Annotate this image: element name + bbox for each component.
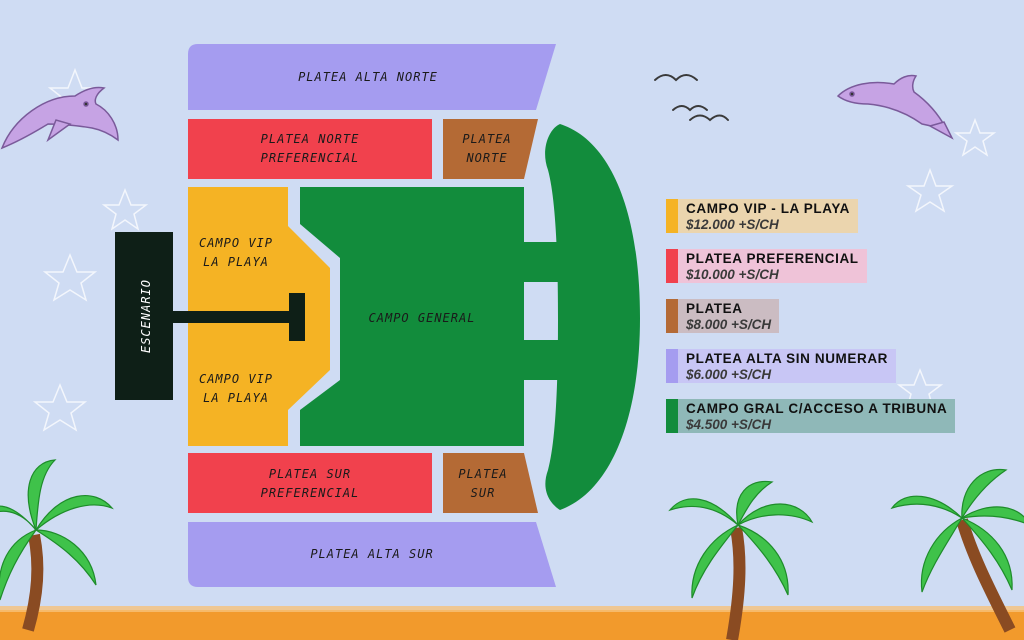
label-platea-norte-preferencial-2: PREFERENCIAL [261, 151, 360, 165]
legend-item: CAMPO VIP - LA PLAYA $12.000 +S/CH [666, 199, 986, 233]
legend-item: PLATEA PREFERENCIAL $10.000 +S/CH [666, 249, 986, 283]
dolphin-left-icon [0, 86, 119, 150]
star-icon [32, 383, 88, 432]
legend-item: CAMPO GRAL C/ACCESO A TRIBUNA $4.500 +S/… [666, 399, 986, 433]
legend-name: PLATEA PREFERENCIAL [686, 251, 859, 266]
zone-platea-norte[interactable] [443, 119, 538, 179]
background-stars [32, 67, 997, 432]
stage-label: ESCENARIO [139, 279, 153, 353]
legend-swatch [666, 199, 678, 233]
legend-name: PLATEA [686, 301, 743, 316]
label-platea-sur-1: PLATEA [458, 467, 507, 481]
legend-price: $10.000 +S/CH [686, 267, 779, 282]
runway-end [289, 293, 305, 341]
star-icon [101, 187, 149, 231]
legend-price: $12.000 +S/CH [686, 217, 779, 232]
legend-price: $4.500 +S/CH [686, 417, 772, 432]
legend-item: PLATEA ALTA SIN NUMERAR $6.000 +S/CH [666, 349, 986, 383]
label-campo-vip-top-1: CAMPO VIP [199, 236, 273, 250]
label-platea-norte-1: PLATEA [462, 132, 511, 146]
legend-box: PLATEA ALTA SIN NUMERAR $6.000 +S/CH [678, 349, 897, 383]
price-legend: CAMPO VIP - LA PLAYA $12.000 +S/CH PLATE… [666, 199, 986, 449]
zone-platea-alta-sur[interactable] [188, 522, 556, 587]
stage-block[interactable] [115, 232, 173, 400]
legend-swatch [666, 349, 678, 383]
label-platea-norte-preferencial-1: PLATEA NORTE [261, 132, 360, 146]
star-icon [905, 167, 955, 213]
legend-box: PLATEA $8.000 +S/CH [678, 299, 780, 333]
legend-swatch [666, 299, 678, 333]
zone-campo-general-tribuna[interactable] [545, 124, 640, 510]
legend-name: CAMPO VIP - LA PLAYA [686, 201, 851, 216]
legend-swatch [666, 249, 678, 283]
zone-platea-sur[interactable] [443, 453, 538, 513]
birds-icon [654, 74, 729, 122]
legend-name: PLATEA ALTA SIN NUMERAR [686, 351, 889, 366]
label-platea-sur-preferencial-1: PLATEA SUR [269, 467, 351, 481]
legend-price: $6.000 +S/CH [686, 367, 772, 382]
legend-name: CAMPO GRAL C/ACCESO A TRIBUNA [686, 401, 948, 416]
star-icon [953, 117, 997, 157]
star-icon [42, 253, 98, 302]
label-campo-general: CAMPO GENERAL [369, 311, 476, 325]
label-platea-norte-2: NORTE [465, 151, 507, 165]
palm-tree-right-icon [890, 468, 1024, 633]
label-campo-vip-top-2: LA PLAYA [203, 255, 269, 269]
label-platea-alta-sur: PLATEA ALTA SUR [310, 547, 433, 561]
label-platea-sur-preferencial-2: PREFERENCIAL [261, 486, 360, 500]
sand-ground [0, 610, 1024, 640]
label-platea-alta-norte: PLATEA ALTA NORTE [298, 70, 438, 84]
legend-box: CAMPO VIP - LA PLAYA $12.000 +S/CH [678, 199, 859, 233]
legend-box: PLATEA PREFERENCIAL $10.000 +S/CH [678, 249, 867, 283]
label-campo-vip-bottom-2: LA PLAYA [203, 391, 269, 405]
zone-campo-general[interactable] [300, 187, 558, 446]
legend-price: $8.000 +S/CH [686, 317, 772, 332]
label-campo-vip-bottom-1: CAMPO VIP [199, 372, 273, 386]
label-platea-sur-2: SUR [471, 486, 496, 500]
legend-swatch [666, 399, 678, 433]
zone-platea-sur-preferencial[interactable] [188, 453, 432, 513]
palm-tree-left-icon [0, 459, 114, 632]
palm-tree-center-icon [668, 480, 814, 640]
dolphin-right-icon [836, 74, 954, 140]
legend-box: CAMPO GRAL C/ACCESO A TRIBUNA $4.500 +S/… [678, 399, 956, 433]
zone-platea-alta-norte[interactable] [188, 44, 556, 110]
zone-platea-norte-preferencial[interactable] [188, 119, 432, 179]
runway [172, 311, 290, 323]
legend-item: PLATEA $8.000 +S/CH [666, 299, 986, 333]
